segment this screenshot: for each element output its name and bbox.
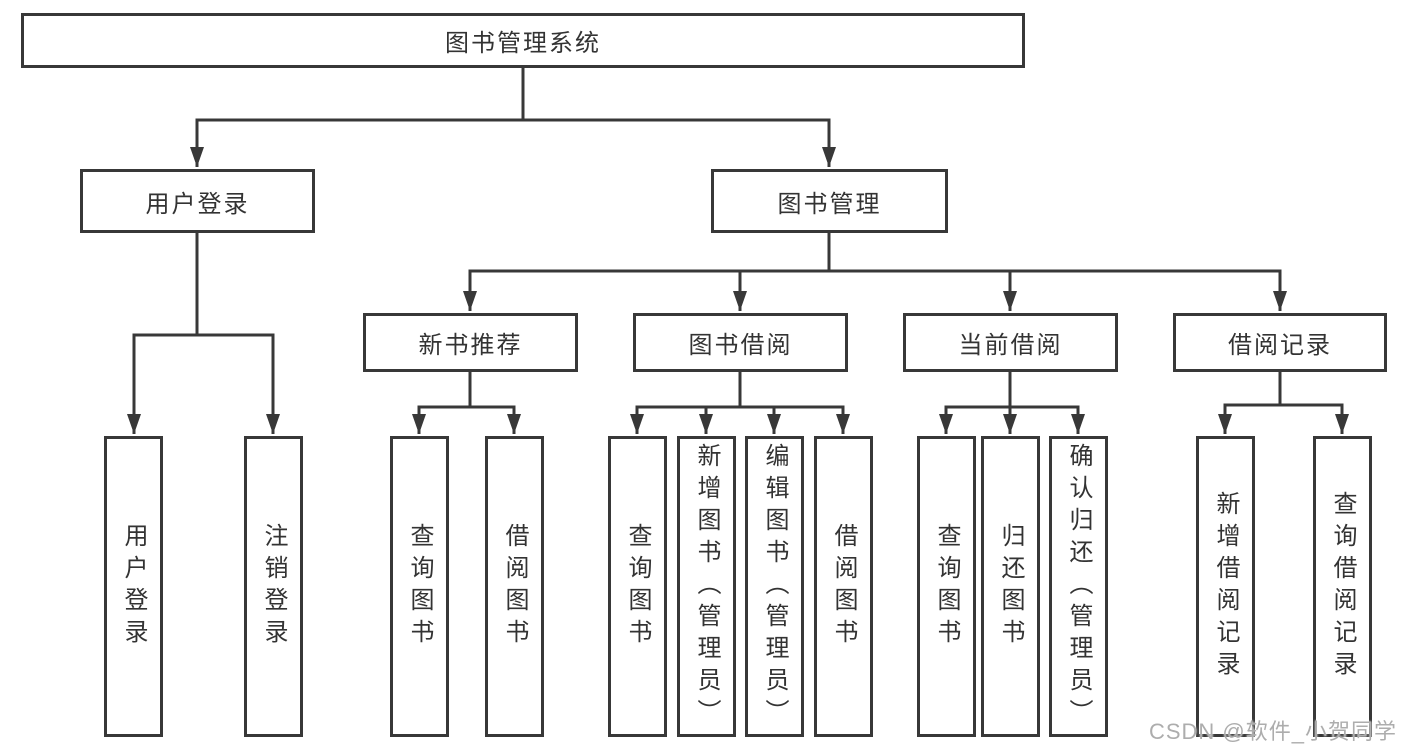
node-current-borrowing: 当前借阅	[903, 313, 1118, 372]
csdn-watermark: CSDN @软件_小贺同学	[1148, 719, 1397, 744]
leaf-edit-book-admin: 编辑图书（管理员）	[745, 436, 804, 737]
leaf-user-login: 用户登录	[104, 436, 163, 737]
node-library-management-system: 图书管理系统	[21, 13, 1025, 68]
leaf-query-books-recommend: 查询图书	[390, 436, 449, 737]
leaf-add-book-admin: 新增图书（管理员）	[677, 436, 736, 737]
node-book-borrowing: 图书借阅	[633, 313, 848, 372]
leaf-add-borrow-record: 新增借阅记录	[1196, 436, 1255, 737]
node-new-book-recommend: 新书推荐	[363, 313, 578, 372]
leaf-borrow-books: 借阅图书	[814, 436, 873, 737]
leaf-query-books-current: 查询图书	[917, 436, 976, 737]
leaf-confirm-return-admin: 确认归还（管理员）	[1049, 436, 1108, 737]
leaf-return-book: 归还图书	[981, 436, 1040, 737]
leaf-query-books-borrowing: 查询图书	[608, 436, 667, 737]
leaf-logout: 注销登录	[244, 436, 303, 737]
node-user-login: 用户登录	[80, 169, 315, 233]
node-borrowing-records: 借阅记录	[1173, 313, 1387, 372]
leaf-query-borrow-record: 查询借阅记录	[1313, 436, 1372, 737]
leaf-borrow-books-recommend: 借阅图书	[485, 436, 544, 737]
node-book-management: 图书管理	[711, 169, 948, 233]
